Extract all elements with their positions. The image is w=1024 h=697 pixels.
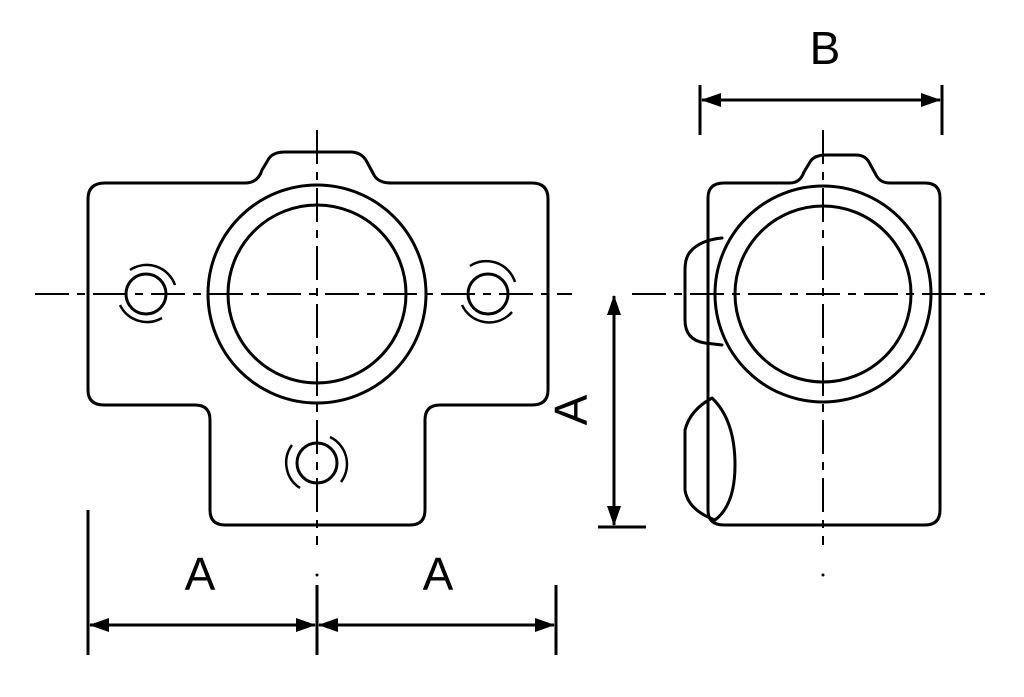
side-lower-boss (683, 396, 737, 522)
right-screw-hole (460, 259, 517, 324)
side-view: B A (545, 22, 985, 577)
dimension-label-vertical-a: A (545, 394, 597, 425)
dimension-label-b: B (810, 22, 841, 74)
front-center-mark (315, 573, 319, 577)
front-body-outline (86, 150, 550, 527)
dimension-label-left-a: A (185, 548, 216, 600)
side-center-mark (821, 573, 825, 577)
dimension-label-right-a: A (423, 548, 454, 600)
side-upper-boss (683, 236, 724, 347)
front-view: A A (35, 130, 572, 655)
